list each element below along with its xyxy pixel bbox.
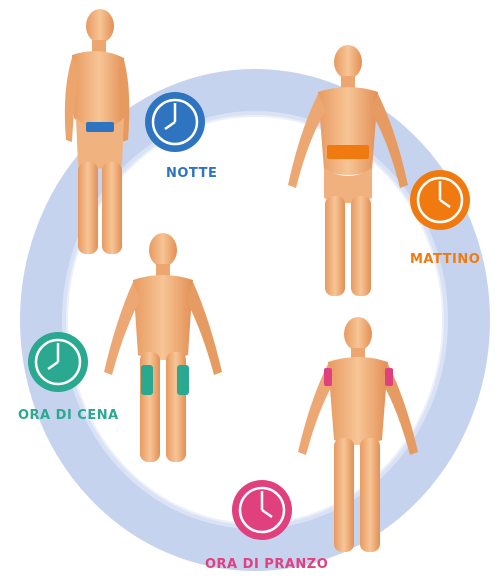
- clock-lunch-icon: [232, 480, 292, 540]
- injection-site-thigh-right: [177, 365, 189, 395]
- clock-morning-icon: [410, 170, 470, 230]
- label-night: NOTTE: [166, 166, 217, 181]
- figure-thighs: [104, 233, 222, 462]
- clock-dinner-icon: [28, 332, 88, 392]
- label-morning: MATTINO: [410, 252, 480, 267]
- injection-site-arm-right: [385, 368, 393, 386]
- injection-site-abdomen: [327, 145, 369, 159]
- injection-site-arm-left: [324, 368, 332, 386]
- injection-site-thigh-left: [141, 365, 153, 395]
- clock-night-icon: [145, 92, 205, 152]
- label-dinner: ORA DI CENA: [18, 408, 119, 423]
- label-lunch: ORA DI PRANZO: [205, 557, 328, 572]
- injection-site-buttocks: [86, 122, 114, 132]
